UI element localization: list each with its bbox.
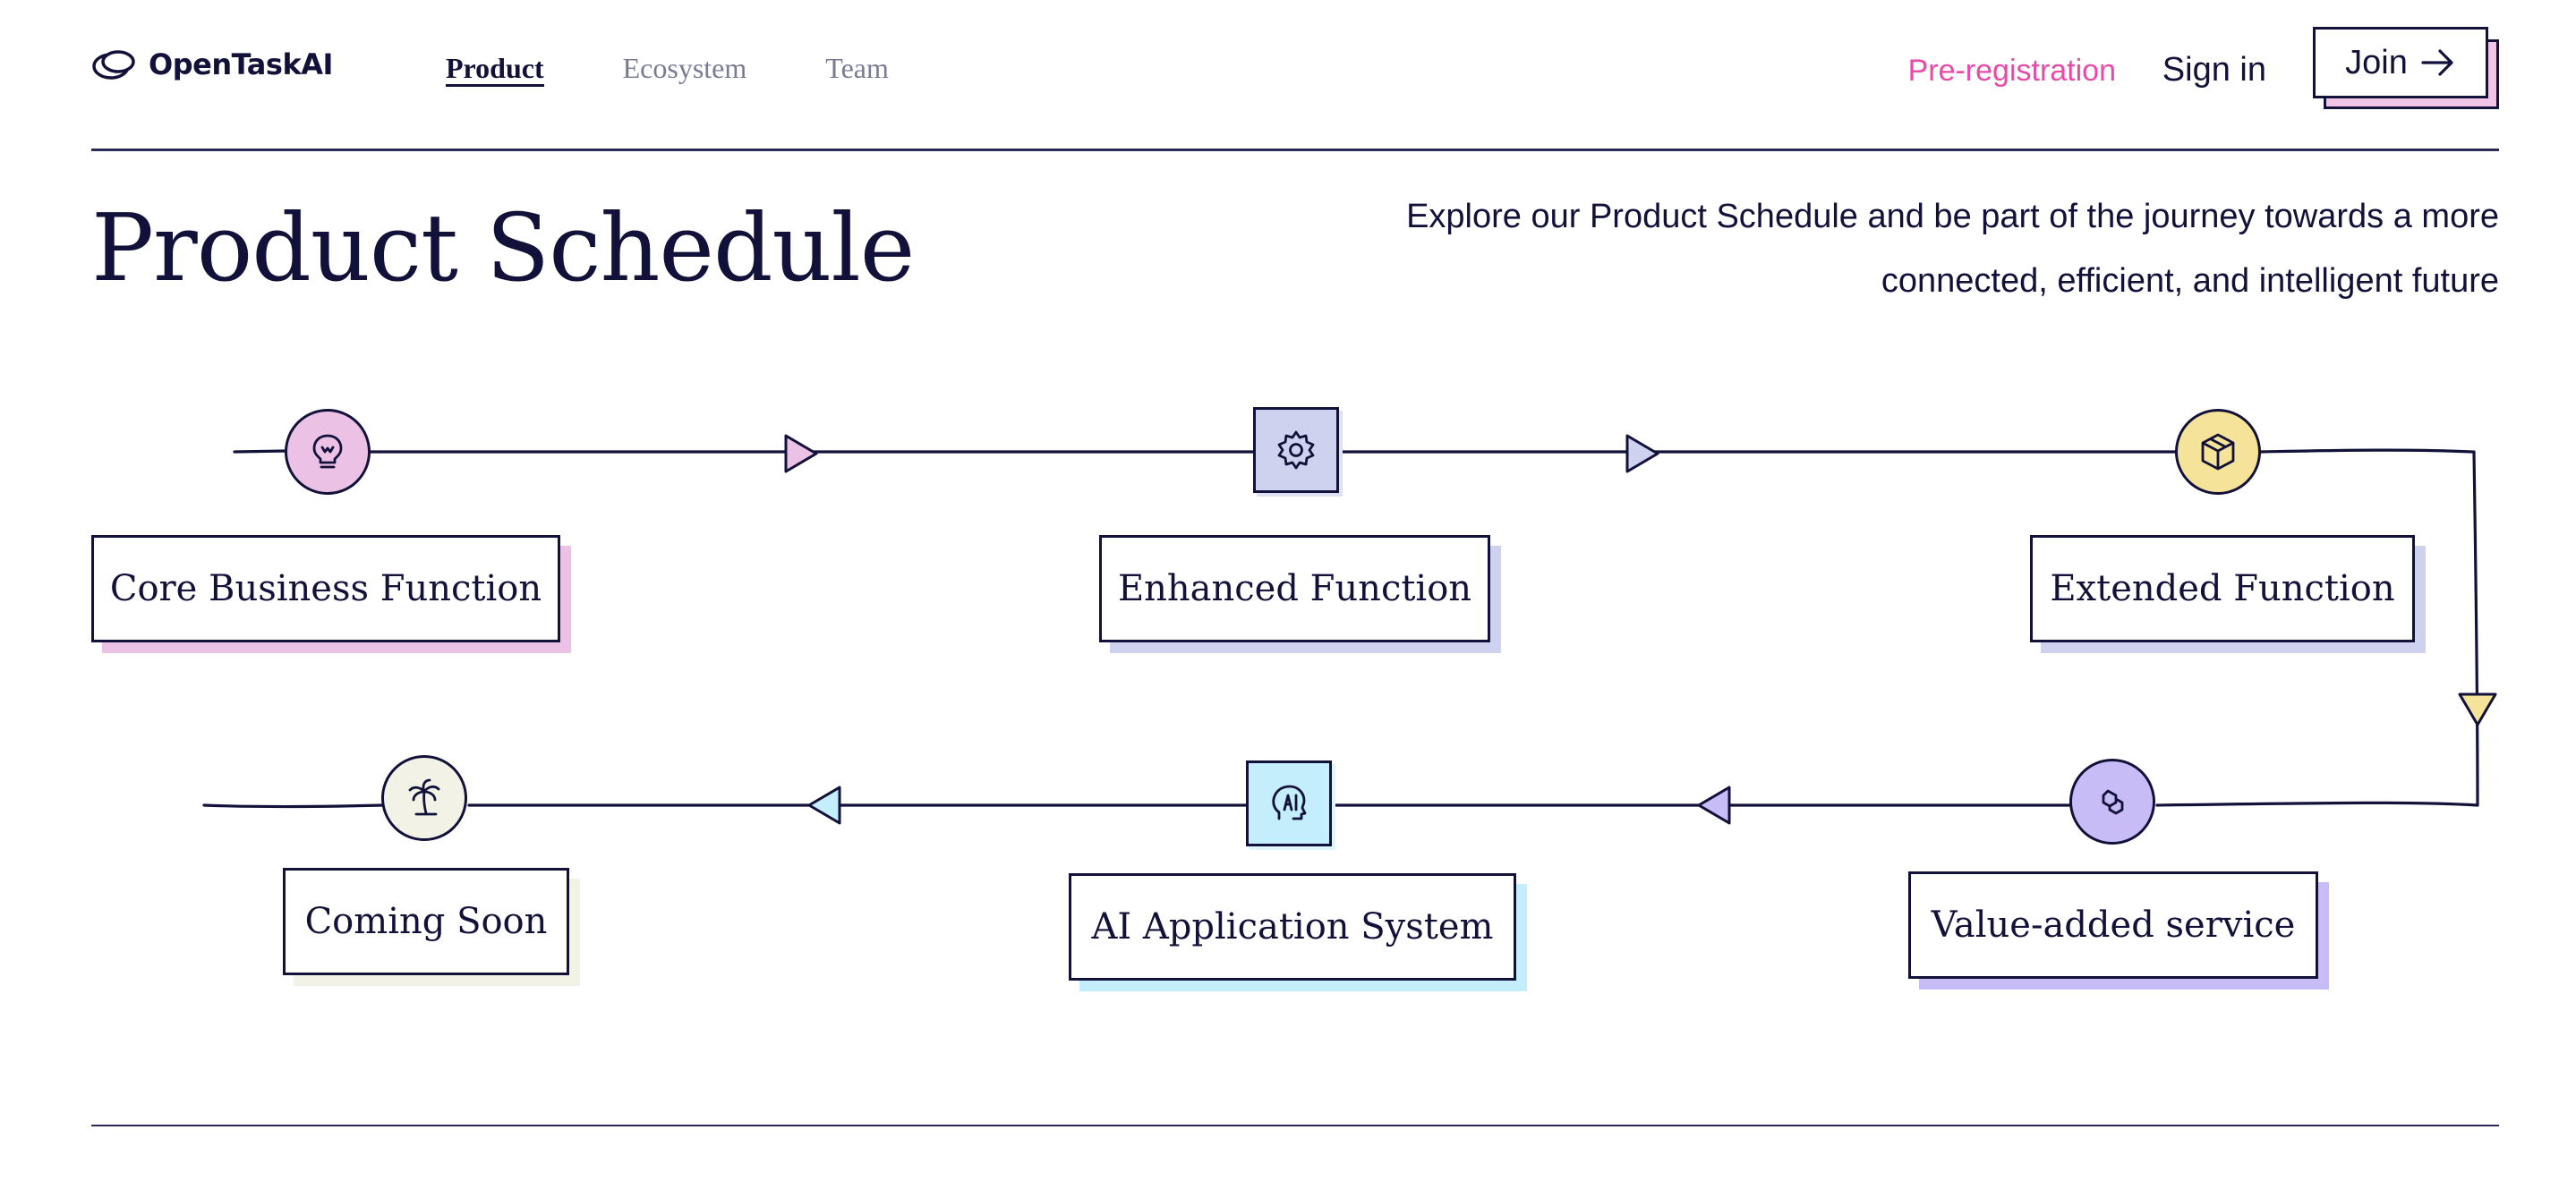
page-title: Product Schedule — [91, 193, 915, 302]
brand-name: OpenTaskAI — [149, 47, 333, 81]
stage-core-node — [285, 409, 371, 495]
nav-item-product[interactable]: Product — [446, 54, 544, 87]
stage-core-label: Core Business Function — [91, 535, 560, 642]
lightbulb-icon — [312, 434, 343, 469]
flow-line-start — [233, 449, 288, 454]
stage-coming-soon-card: Coming Soon — [283, 868, 580, 986]
flow-line-bottom-1 — [2155, 801, 2479, 807]
arrow-marker-right-blue — [1625, 434, 1659, 473]
stage-ai-card: AI Application System — [1069, 873, 1527, 991]
flow-line-top-3 — [2259, 448, 2474, 454]
stage-ai-node — [1246, 760, 1332, 846]
arrow-right-icon — [2421, 49, 2453, 76]
stage-value-added-card: Value-added service — [1908, 871, 2329, 990]
nav-item-ecosystem[interactable]: Ecosystem — [622, 52, 747, 84]
stage-enhanced-node — [1253, 407, 1339, 493]
stage-enhanced-label: Enhanced Function — [1099, 535, 1490, 642]
stage-enhanced-card: Enhanced Function — [1099, 535, 1501, 653]
page-tagline: Explore our Product Schedule and be part… — [1282, 184, 2499, 313]
footer-divider — [91, 1125, 2499, 1126]
arrow-marker-left-cyan — [807, 786, 841, 825]
ai-head-icon — [1272, 785, 1307, 820]
tagline-line-2: connected, efficient, and intelligent fu… — [1881, 262, 2499, 300]
arrow-marker-left-purple — [1697, 786, 1731, 825]
sign-in-link[interactable]: Sign in — [2162, 51, 2266, 89]
header-divider — [91, 149, 2499, 151]
stage-value-added-node — [2069, 759, 2155, 845]
box-icon — [2201, 433, 2235, 471]
palm-tree-icon — [408, 778, 440, 816]
stage-extended-card: Extended Function — [2030, 535, 2426, 653]
stage-core-card: Core Business Function — [91, 535, 571, 653]
flow-line-end — [202, 803, 385, 809]
stage-coming-soon-node — [381, 755, 467, 841]
stage-value-added-label: Value-added service — [1908, 871, 2318, 979]
join-button-group: Join — [2313, 27, 2501, 109]
overlapping-ovals-logo-icon — [92, 50, 135, 80]
preregistration-link[interactable]: Pre-registration — [1907, 54, 2116, 88]
arrow-marker-down-yellow — [2458, 692, 2497, 726]
join-button[interactable]: Join — [2313, 27, 2488, 98]
brand-logo[interactable]: OpenTaskAI — [91, 47, 333, 82]
stage-ai-label: AI Application System — [1069, 873, 1516, 981]
stage-extended-label: Extended Function — [2030, 535, 2415, 642]
tagline-line-1: Explore our Product Schedule and be part… — [1406, 198, 2499, 235]
arrow-marker-right-pink — [784, 434, 818, 473]
polygon-link-icon — [2102, 789, 2124, 815]
stage-coming-soon-label: Coming Soon — [283, 868, 569, 975]
stage-extended-node — [2175, 409, 2261, 495]
gear-icon — [1277, 430, 1315, 470]
join-label: Join — [2345, 43, 2408, 81]
nav-item-team[interactable]: Team — [825, 52, 889, 84]
main-nav: Product Ecosystem Team — [446, 54, 889, 87]
flow-line-right — [2472, 450, 2479, 807]
